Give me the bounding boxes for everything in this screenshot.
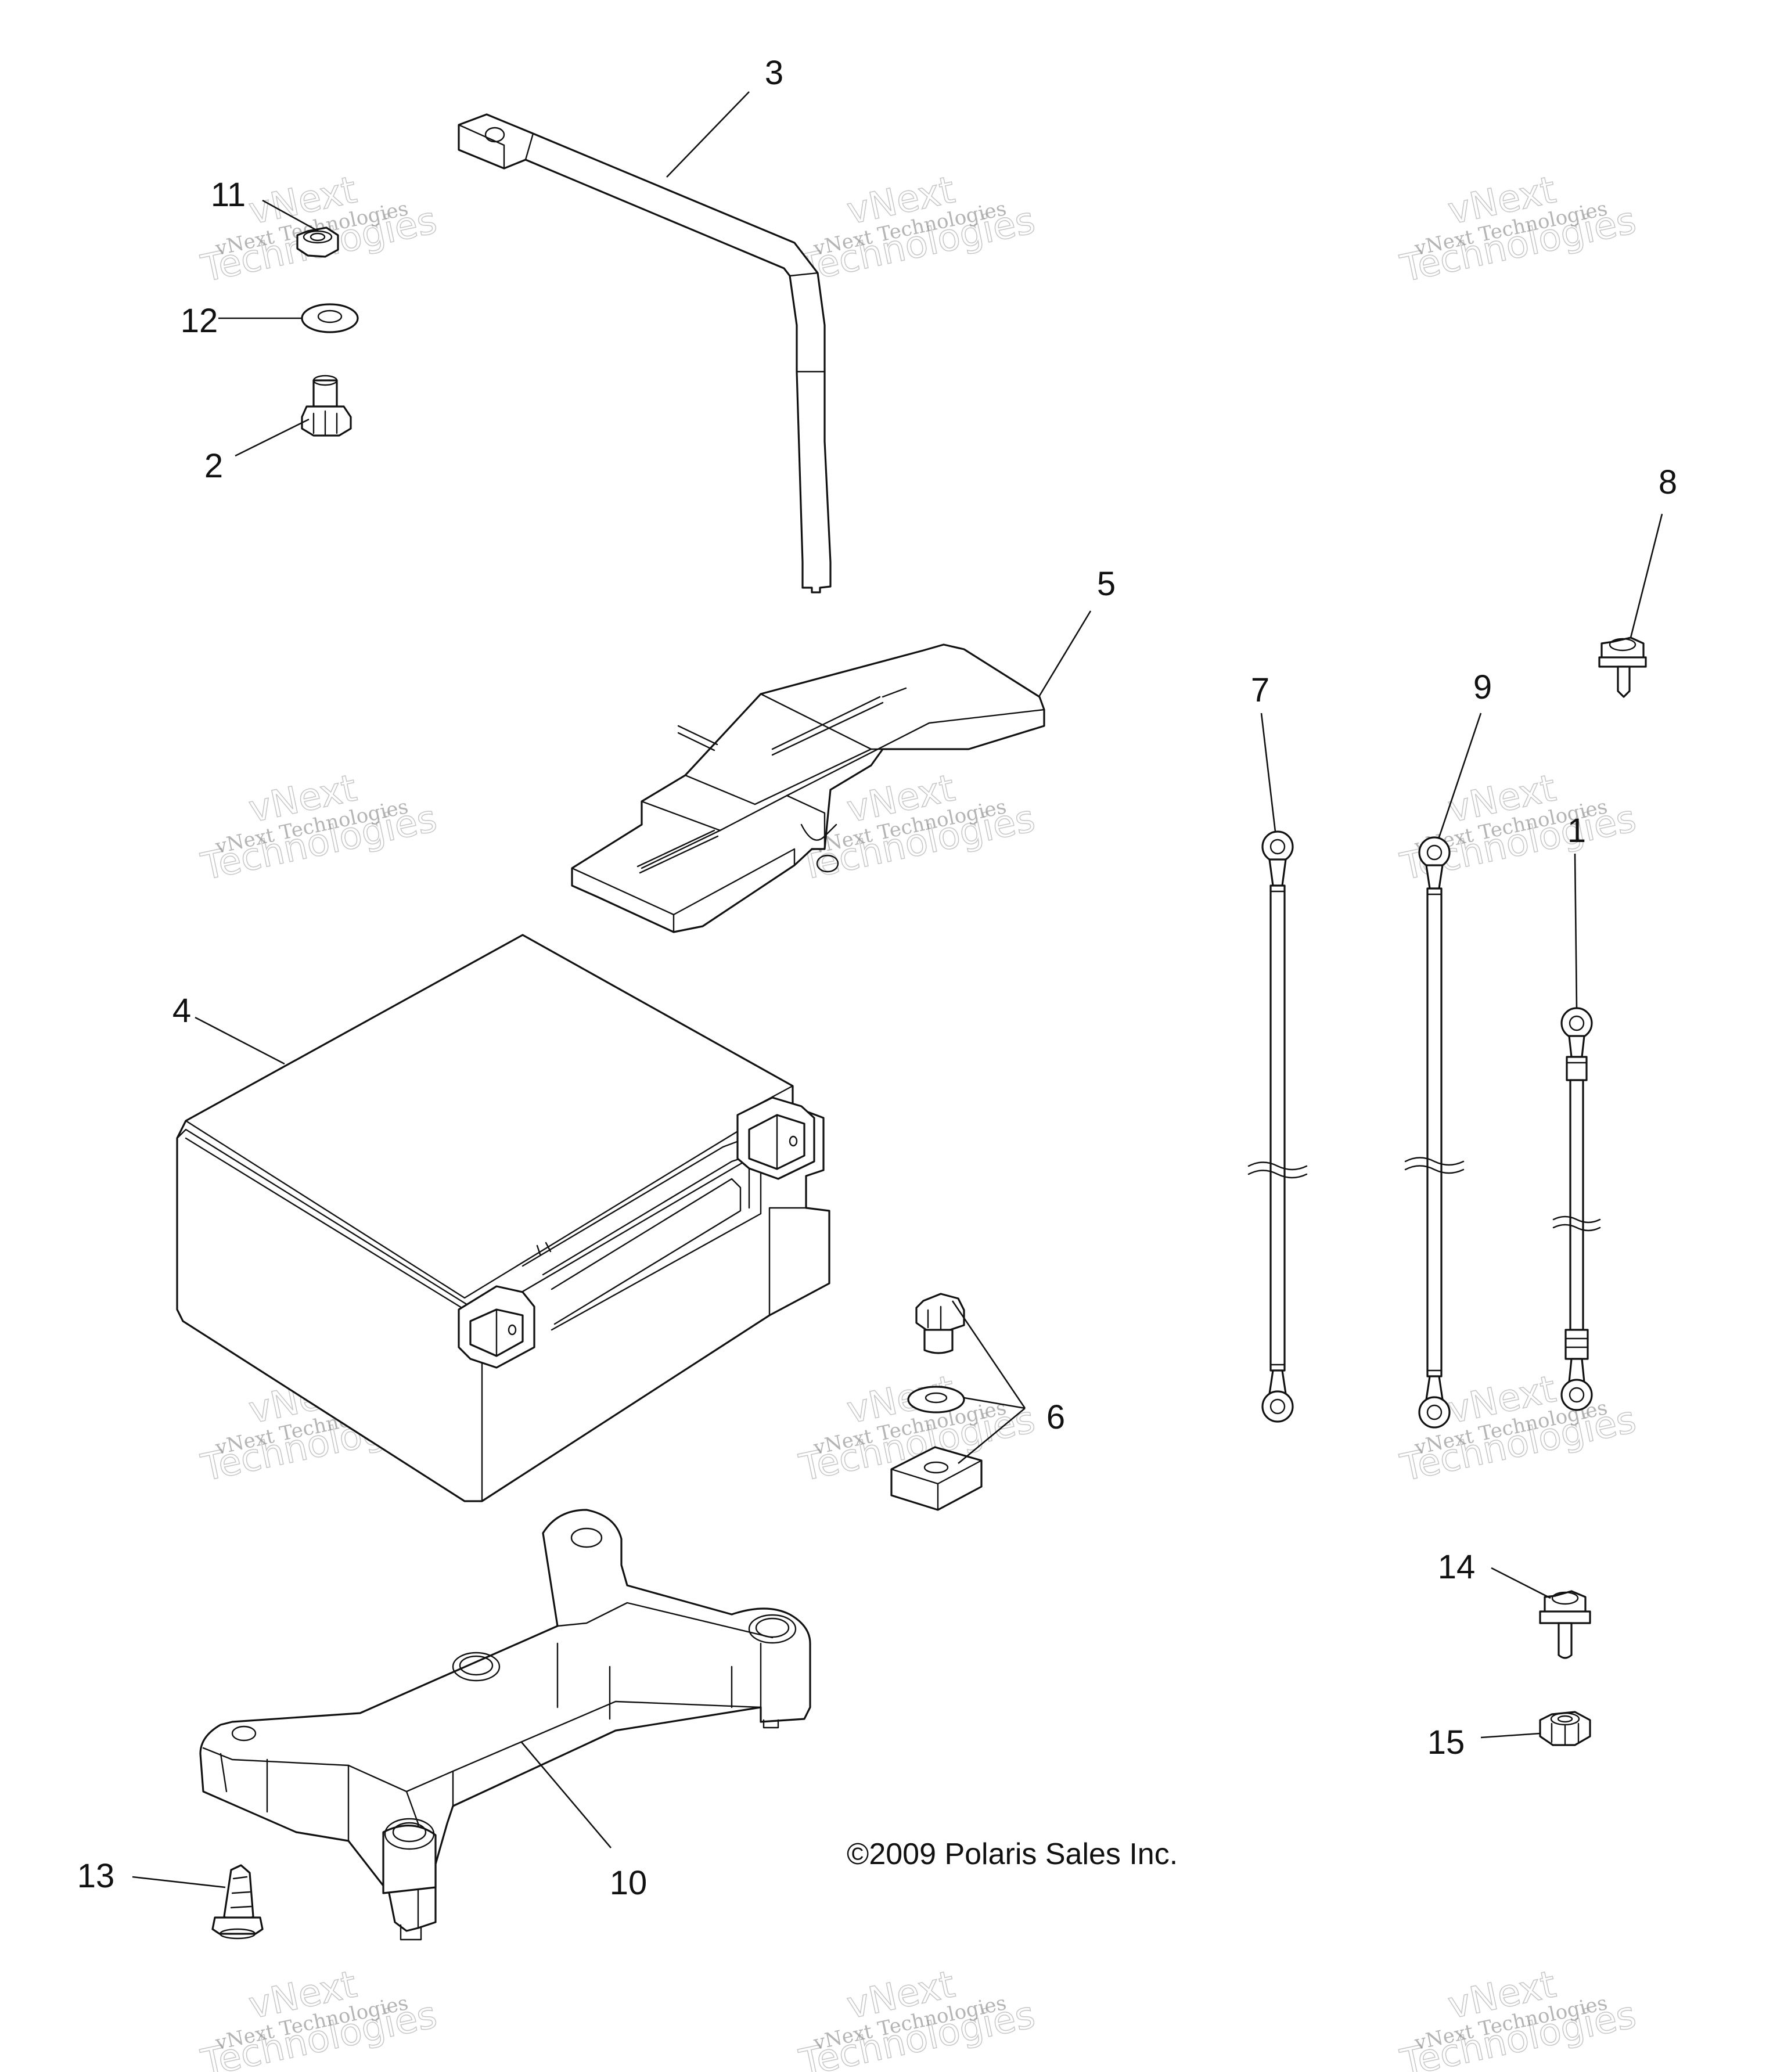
part-14-screw (1539, 1590, 1591, 1659)
part-9-cable (1404, 836, 1465, 1429)
callout-7: 7 (1251, 671, 1269, 709)
leader-lines (132, 91, 1663, 1888)
part-4-battery (176, 934, 830, 1502)
callout-12: 12 (181, 302, 218, 340)
part-7-cable (1247, 830, 1308, 1423)
part-6-washer (907, 1386, 965, 1413)
part-3-hold-down-strap (458, 113, 832, 593)
copyright-text: ©2009 Polaris Sales Inc. (847, 1837, 1178, 1871)
part-11-nut (296, 226, 339, 258)
callout-3: 3 (765, 54, 783, 92)
callout-5: 5 (1097, 565, 1116, 603)
callout-1: 1 (1567, 812, 1586, 850)
part-12-washer (301, 303, 359, 333)
callout-11: 11 (211, 176, 246, 214)
callout-15: 15 (1427, 1724, 1465, 1761)
callouts: 3 11 12 2 8 5 7 9 1 4 6 14 15 10 13 (77, 54, 1677, 1902)
part-15-nut (1539, 1711, 1591, 1746)
part-13-push-rivet (211, 1864, 264, 1940)
callout-2: 2 (204, 447, 223, 485)
callout-8: 8 (1659, 463, 1677, 501)
callout-10: 10 (610, 1864, 648, 1902)
part-5-battery-cover (571, 643, 1045, 933)
part-10-battery-bracket (199, 1509, 811, 1941)
callout-13: 13 (77, 1857, 115, 1895)
callout-4: 4 (172, 992, 191, 1030)
part-1-cable (1552, 1007, 1601, 1411)
part-8-screw (1598, 636, 1647, 698)
part-2-bolt (301, 375, 352, 437)
part-6-bolt (915, 1293, 965, 1354)
callout-6: 6 (1046, 1398, 1065, 1436)
callout-9: 9 (1473, 668, 1492, 706)
callout-14: 14 (1438, 1548, 1476, 1586)
